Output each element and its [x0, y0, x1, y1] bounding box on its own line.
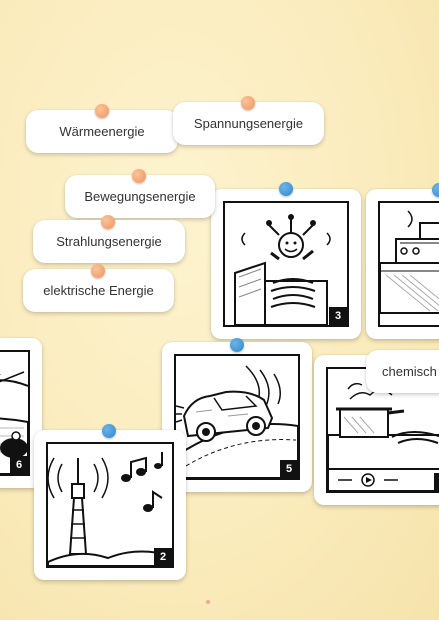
pin-icon: [132, 169, 146, 183]
pin-icon: [432, 183, 439, 197]
pin-icon: [230, 338, 244, 352]
label-text: Wärmeenergie: [59, 124, 145, 139]
label-text: Bewegungsenergie: [84, 189, 196, 204]
card-illustration-frame: 5: [174, 354, 300, 480]
card-illustration-frame: 3: [223, 201, 349, 327]
card-number-badge: 4: [434, 473, 439, 491]
label-text: Spannungsenergie: [193, 116, 304, 131]
image-card-car[interactable]: 5: [162, 342, 312, 492]
car-illustration: [176, 365, 298, 478]
pin-icon: [241, 96, 255, 110]
card-illustration-frame: 2: [46, 442, 174, 568]
pin-icon: [101, 215, 115, 229]
pin-icon: [91, 264, 105, 278]
card-number-badge: 5: [280, 460, 298, 478]
label-bewegungsenergie[interactable]: Bewegungsenergie: [65, 175, 215, 218]
image-card-radio-tower[interactable]: 2: [34, 430, 186, 580]
decorative-dot: [206, 600, 210, 604]
card-number-badge: 2: [154, 548, 172, 566]
pin-icon: [279, 182, 293, 196]
image-card-jack-in-the-box[interactable]: 3: [211, 189, 361, 339]
radio-tower-illustration: [48, 452, 172, 566]
label-chemisch[interactable]: chemisch: [366, 350, 439, 393]
pin-icon: [95, 104, 109, 118]
card-illustration-frame: 6: [0, 350, 30, 476]
card-illustration-frame: [378, 201, 439, 327]
label-text: Strahlungsenergie: [56, 234, 162, 249]
label-text: chemisch: [382, 364, 437, 379]
card-number-badge: 3: [329, 307, 347, 325]
card-number-badge: 6: [10, 456, 28, 474]
cooking-pot-illustration: [380, 210, 439, 314]
image-card-cooking-pot[interactable]: [366, 189, 439, 339]
pin-icon: [102, 424, 116, 438]
jack-in-the-box-illustration: [234, 214, 331, 325]
image-card-cow[interactable]: 6: [0, 338, 42, 488]
label-text: elektrische Energie: [43, 283, 154, 298]
